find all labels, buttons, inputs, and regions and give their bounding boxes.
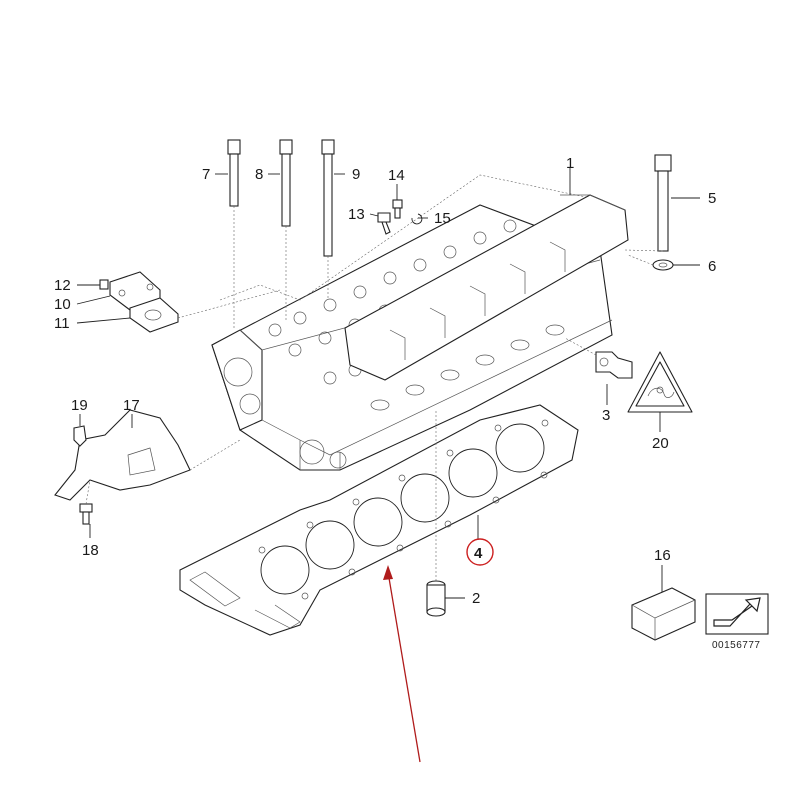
- temperature-sensor-3: [564, 337, 633, 379]
- cylinder-head: [211, 174, 629, 471]
- bolt-18: [79, 479, 93, 525]
- label-part-14: 14: [388, 167, 405, 184]
- label-part-20: 20: [652, 435, 669, 452]
- label-part-19: 19: [71, 397, 88, 414]
- label-part-11: 11: [54, 315, 70, 332]
- bracket-17: [54, 409, 241, 501]
- leader-lines: [76, 168, 700, 599]
- label-part-4: 4: [474, 545, 483, 562]
- label-part-1: 1: [566, 155, 574, 172]
- pointer-arrow: [383, 565, 421, 763]
- bolt-14: [392, 199, 403, 219]
- label-part-10: 10: [54, 296, 71, 313]
- repair-set-16: [631, 587, 696, 641]
- label-part-6: 6: [708, 258, 716, 275]
- label-part-12: 12: [54, 277, 71, 294]
- bolt-5: [624, 154, 672, 252]
- washer-6: [627, 254, 674, 271]
- warning-label-20: [627, 351, 693, 413]
- dowel-sleeve-2: [426, 410, 446, 617]
- label-part-16: 16: [654, 547, 671, 564]
- gasket-11: [129, 289, 281, 333]
- clip-15: [411, 213, 423, 225]
- label-part-18: 18: [82, 542, 99, 559]
- screw-12: [99, 279, 109, 290]
- drawing-reference-icon: 00156777: [705, 593, 769, 651]
- bolt-7: [227, 139, 241, 330]
- part-labels: 7 8 9 1 5 6 14 13 15 12 10 11 3 20 19 17…: [54, 155, 716, 607]
- label-part-17: 17: [123, 397, 140, 414]
- head-gasket: [179, 404, 579, 636]
- label-part-15: 15: [434, 210, 451, 227]
- drawing-code: 00156777: [712, 640, 761, 651]
- bolt-9: [321, 139, 335, 300]
- highlight-circle: [466, 538, 494, 566]
- label-part-7: 7: [202, 166, 210, 183]
- clip-19: [73, 425, 87, 447]
- label-part-3: 3: [602, 407, 610, 424]
- label-part-8: 8: [255, 166, 263, 183]
- bolt-13: [377, 212, 391, 235]
- label-part-5: 5: [708, 190, 716, 207]
- bolt-8: [279, 139, 293, 320]
- label-part-2: 2: [472, 590, 480, 607]
- label-part-13: 13: [348, 206, 365, 223]
- bolts-7-8-9: [227, 139, 335, 330]
- label-part-9: 9: [352, 166, 360, 183]
